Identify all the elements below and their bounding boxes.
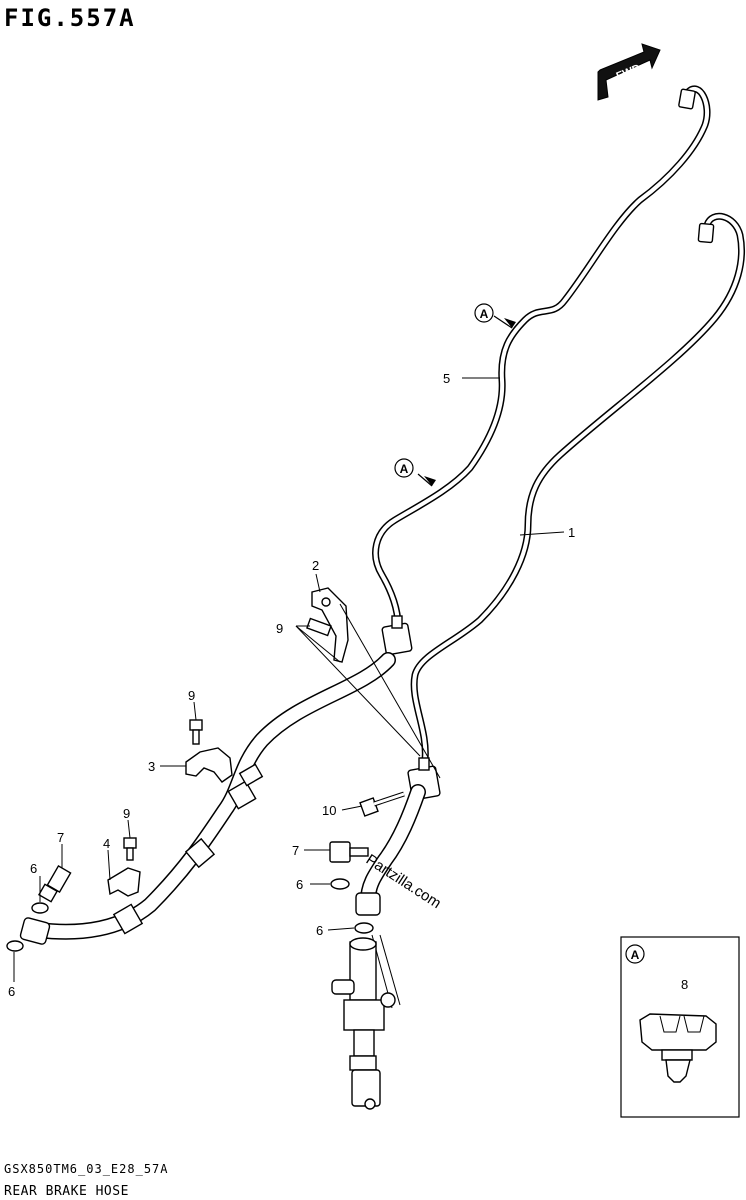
pipe-clip-8 [639,1013,717,1083]
union-bolt-7-left [37,865,72,903]
callout-9-b: 9 [188,688,195,703]
inset-marker-circle [625,944,645,964]
inset-detail-a: A 8 [620,936,740,1118]
callout-6-b: 6 [8,984,15,999]
gasket-6-b [6,940,24,952]
brake-pipe-1 [410,212,746,764]
bolt-9-upper [189,719,203,745]
clamp-4 [107,867,141,897]
callout-2: 2 [312,558,319,573]
callout-6-d: 6 [316,923,323,938]
rear-brake-hose [19,652,396,945]
callout-1: 1 [568,525,575,540]
callout-9-c: 9 [123,806,130,821]
union-bolt-7-right [329,841,369,863]
brake-pipe-5 [372,85,711,629]
upper-junction-block [381,615,413,656]
bolt-10 [359,791,405,817]
clamp-3 [185,747,233,783]
callout-7-a: 7 [57,830,64,845]
inset-marker: A [631,948,640,962]
leader-lines [13,377,687,1017]
callout-6-c: 6 [296,877,303,892]
callout-7-b: 7 [292,843,299,858]
callout-5: 5 [443,371,450,386]
callout-4: 4 [103,836,110,851]
callout-3: 3 [148,759,155,774]
forward-direction-arrow: FWD [597,43,661,101]
figure-caption: REAR BRAKE HOSE [4,1184,129,1199]
svg-text:A: A [480,307,489,321]
callout-8: 8 [681,977,688,992]
callout-10: 10 [322,803,336,818]
figure-code: GSX850TM6_03_E28_57A [4,1162,169,1176]
figure-title: FIG.557A [4,4,136,32]
gasket-6-d [354,922,374,934]
clamp-bracket-2 [306,587,349,663]
view-arrows [417,315,516,487]
svg-text:A: A [400,462,409,476]
callout-9-a: 9 [276,621,283,636]
rear-master-cylinder [331,934,401,1110]
view-marker-a-1: A [474,303,494,323]
master-cylinder-hose [355,784,426,916]
view-marker-a-2: A [394,458,414,478]
bolt-9-lower [123,837,137,861]
gasket-6-c [330,878,350,890]
callout-6-a: 6 [30,861,37,876]
gasket-6-a [31,902,49,914]
